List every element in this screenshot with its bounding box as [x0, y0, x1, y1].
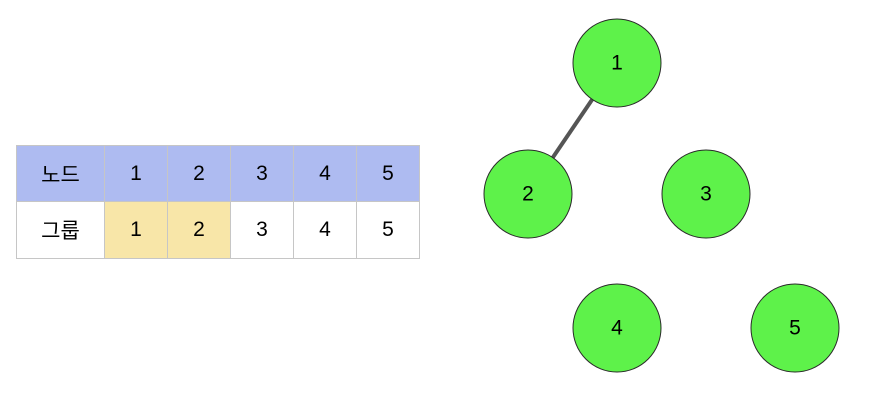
group-cell-3: 3 [230, 201, 294, 259]
graph-node-4: 4 [572, 283, 662, 373]
group-cell-2: 2 [167, 201, 231, 259]
node-row-header: 노드 [16, 145, 105, 202]
union-find-table: 노드 1 2 3 4 5 그룹 1 2 3 4 5 [16, 145, 420, 259]
node-row: 노드 1 2 3 4 5 [16, 145, 420, 202]
graph-node-label: 3 [700, 183, 712, 206]
graph-node-label: 1 [611, 52, 623, 75]
group-row: 그룹 1 2 3 4 5 [16, 201, 420, 259]
group-row-header: 그룹 [16, 201, 105, 259]
graph-node-label: 2 [522, 183, 534, 206]
edge-1-2 [551, 98, 594, 159]
graph-node-label: 4 [611, 317, 623, 340]
nodes-layer: 1 2 3 4 5 [483, 18, 840, 373]
graph-node-circle [661, 149, 751, 239]
node-cell-2: 2 [167, 145, 231, 202]
edges-layer [551, 98, 594, 159]
graph-node-circle [483, 149, 573, 239]
group-cell-4: 4 [293, 201, 357, 259]
graph-node-circle [572, 283, 662, 373]
graph-node-1: 1 [572, 18, 662, 108]
graph-node-circle [572, 18, 662, 108]
graph-node-circle [750, 283, 840, 373]
group-cell-1: 1 [104, 201, 168, 259]
node-cell-4: 4 [293, 145, 357, 202]
graph-node-5: 5 [750, 283, 840, 373]
group-cell-5: 5 [356, 201, 420, 259]
graph-node-3: 3 [661, 149, 751, 239]
node-cell-3: 3 [230, 145, 294, 202]
graph-node-2: 2 [483, 149, 573, 239]
graph-node-label: 5 [789, 317, 801, 340]
node-cell-5: 5 [356, 145, 420, 202]
